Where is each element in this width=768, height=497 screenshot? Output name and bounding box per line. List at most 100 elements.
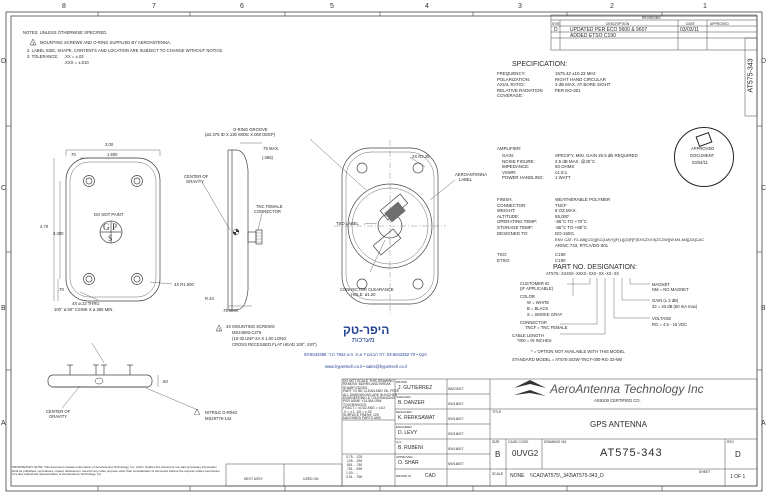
- mech-row: STORAGE TEMP:-55°C TO +85°C: [497, 225, 610, 231]
- dim-70: .70: [70, 152, 76, 157]
- cage-label: CAGE CODE: [508, 440, 529, 444]
- mech-row: DESIGNED TO:DO-160G,: [497, 231, 610, 237]
- spec-amp-block: GAIN:SPECIFY, MIN. GAIN 29.5 dB REQUIRED…: [502, 153, 638, 181]
- mech-value: DO-160G,: [555, 230, 576, 236]
- mech-value: 55,000': [555, 213, 570, 219]
- spec-mech-block: FINISH:WEATHERABLE POLYMER CONNECTOR:TNC…: [497, 197, 610, 236]
- tso-value: C190: [555, 252, 566, 257]
- dwg-label: DRAWING NO.: [544, 440, 568, 444]
- role-drawn-name: J. GUTIERREZ: [398, 385, 433, 391]
- mech-row: FINISH:WEATHERABLE POLYMER: [497, 197, 610, 203]
- zone-col-8: 8: [62, 3, 66, 10]
- spec-key: FREQUENCY:: [497, 71, 526, 76]
- tolerance-row: .501 - .750: [346, 463, 363, 467]
- role-checked-date: 09/18/07: [448, 401, 464, 406]
- note-2: 2. LABEL SIZE, SHAPE, CONTENTS AND LOCAT…: [27, 48, 224, 53]
- svg-text:G: G: [103, 222, 110, 232]
- role-drawn-in-label: DRAWN IN: [396, 474, 412, 478]
- rev-row-2-desc: ADDED ETSO C190: [570, 33, 616, 39]
- pn-gain: GAIN (± 3 dB): [652, 298, 679, 303]
- svg-text:P: P: [112, 222, 117, 232]
- role-approved-label: APPROVED: [396, 455, 413, 459]
- company-name: AeroAntenna Technology Inc: [550, 382, 704, 396]
- amp-title: AMPLIFIER:: [497, 146, 522, 151]
- hypertech-logo-sub: מערכות: [352, 337, 375, 344]
- etso-value: C190: [555, 258, 566, 263]
- amp-key: NOISE FIGURE:: [502, 158, 535, 164]
- note-3-label: TOLERANCE:: [31, 54, 59, 59]
- drawing-number: AT575-343: [600, 447, 663, 459]
- role-drawn-in-name: CAD: [425, 473, 436, 479]
- radius-44: R.44: [205, 296, 214, 301]
- spec-key: POLARIZATION:: [497, 76, 531, 82]
- approved-stamp: APPROVED DOCUMENT 03/04/11: [674, 127, 734, 187]
- file-path: \\CAD\AT575\_343\AT575-343_D: [530, 473, 604, 479]
- amp-key: POWER HANDLING:: [502, 175, 544, 181]
- note-2-text: LABEL SIZE, SHAPE, CONTENTS AND LOCATION…: [31, 48, 224, 53]
- role-qa-date: 09/18/07: [448, 446, 464, 451]
- amp-key: GAIN:: [502, 153, 514, 158]
- pn-voltage: VOLTAGE: [652, 316, 672, 321]
- tso-row: TSO:C190: [497, 252, 566, 258]
- tolerance-row: 1.00 - ...: [346, 471, 359, 475]
- size-label: SIZE: [492, 440, 500, 444]
- dnss-line: .X = ±.1 .XX = ±.03: [343, 409, 372, 414]
- rev-value: D: [735, 450, 741, 459]
- zone-col-4: 4: [425, 3, 429, 10]
- sheet-value: 1 OF 1: [730, 474, 746, 480]
- dnss-line: TOLERANCES:: [343, 402, 367, 407]
- role-engineer-date: 09/18/07: [448, 431, 464, 436]
- amp-row: VSWR:≤1.5:1: [502, 170, 638, 176]
- dnss-line: SURFACE FINISH: 125: [343, 413, 379, 418]
- pn-color-s: S = SMOKE GRAY: [527, 312, 563, 317]
- part-no-code: AT575-343XX-XXXX-XXX-XX-XX-XX: [546, 273, 619, 277]
- cog-assy-1: CENTER OF: [46, 409, 71, 414]
- pn-standard-model: STANDARD MODEL = AT575-343W-TNCF-000-RG-…: [512, 357, 623, 362]
- zone-row-c: C: [1, 185, 7, 192]
- label-ref-2: LABEL: [459, 177, 473, 182]
- rev-label: REV: [727, 440, 734, 444]
- tolerance-row: 3.01 - .750: [346, 475, 363, 479]
- zone-col-2: 2: [610, 3, 614, 10]
- screws-1: 4X MOUNTING SCREWS: [226, 324, 275, 329]
- amp-row: GAIN:SPECIFY, MIN. GAIN 29.5 dB REQUIRED: [502, 153, 638, 159]
- dnss-line: PER ASME Y14.5M-1994: [343, 399, 382, 404]
- role-engineer-name: D. LEVY: [398, 430, 418, 436]
- spec-rf-block: FREQUENCY:1575.42 ±10.23 MHz POLARIZATIO…: [497, 71, 610, 99]
- radius-2-35: 2X R2.35: [412, 154, 430, 159]
- amp-value: 50 OHMS: [555, 164, 575, 170]
- role-drawn-label: DRAWN: [396, 380, 408, 384]
- role-qa-name: B. RUBENI: [398, 445, 424, 451]
- dnss-line: MACHINED PARTS AND: [343, 416, 381, 421]
- do-not-paint: DO NOT PAINT: [94, 212, 124, 217]
- env-std: ARINC 743, RTCA/DO-301: [555, 243, 609, 248]
- role-qa-label: Q.A.: [396, 440, 403, 444]
- stamp-line-2: DOCUMENT: [690, 153, 715, 158]
- svg-text:S: S: [108, 234, 112, 243]
- dnss-line: DO NOT SCALE THIS DRAWING: [343, 379, 394, 383]
- rev-header-desc: DESCRIPTION: [606, 22, 630, 26]
- dim-3-300: 3.300: [53, 231, 64, 236]
- dim-3-00: 3.00: [105, 142, 114, 147]
- zone-row-a: A: [1, 420, 6, 427]
- mech-key: OPERATING TEMP:: [497, 219, 538, 225]
- tolerance-row: 0.75 - .125: [346, 455, 363, 459]
- mech-value: WEATHERABLE POLYMER: [555, 197, 611, 202]
- warning-icon: [194, 409, 200, 415]
- pn-color-title: COLOR: [520, 294, 535, 299]
- clearance-2: HOLE: ø1.20: [351, 292, 376, 297]
- used-on-label: USED ON: [303, 477, 319, 481]
- scale-value: NONE: [510, 473, 525, 479]
- spec-key: RELATIVE RADIATION: [497, 87, 543, 93]
- rev-row-1-date: 03/03/11: [680, 27, 700, 33]
- role-approved-name: O. SHAR: [398, 460, 419, 466]
- rev-row-1-desc: UPDATED PER ECO 9600 & 9607: [570, 27, 648, 33]
- dim-75-max-b: .75 MAX.: [222, 308, 240, 313]
- amp-row: IMPEDANCE:50 OHMS: [502, 164, 638, 170]
- spec-row: FREQUENCY:1575.42 ±10.23 MHz: [497, 71, 610, 77]
- notes-title: NOTES: UNLESS OTHERWISE SPECIFIED.: [23, 30, 108, 35]
- hypertech-logo: היפר-טק: [343, 323, 390, 337]
- pn-customer-1: CUSTOMER ID: [520, 281, 550, 286]
- note-1: MOUNTING SCREWS AND O-RING SUPPLIED BY A…: [40, 40, 171, 45]
- rev-header-approved: APPROVED: [710, 22, 729, 26]
